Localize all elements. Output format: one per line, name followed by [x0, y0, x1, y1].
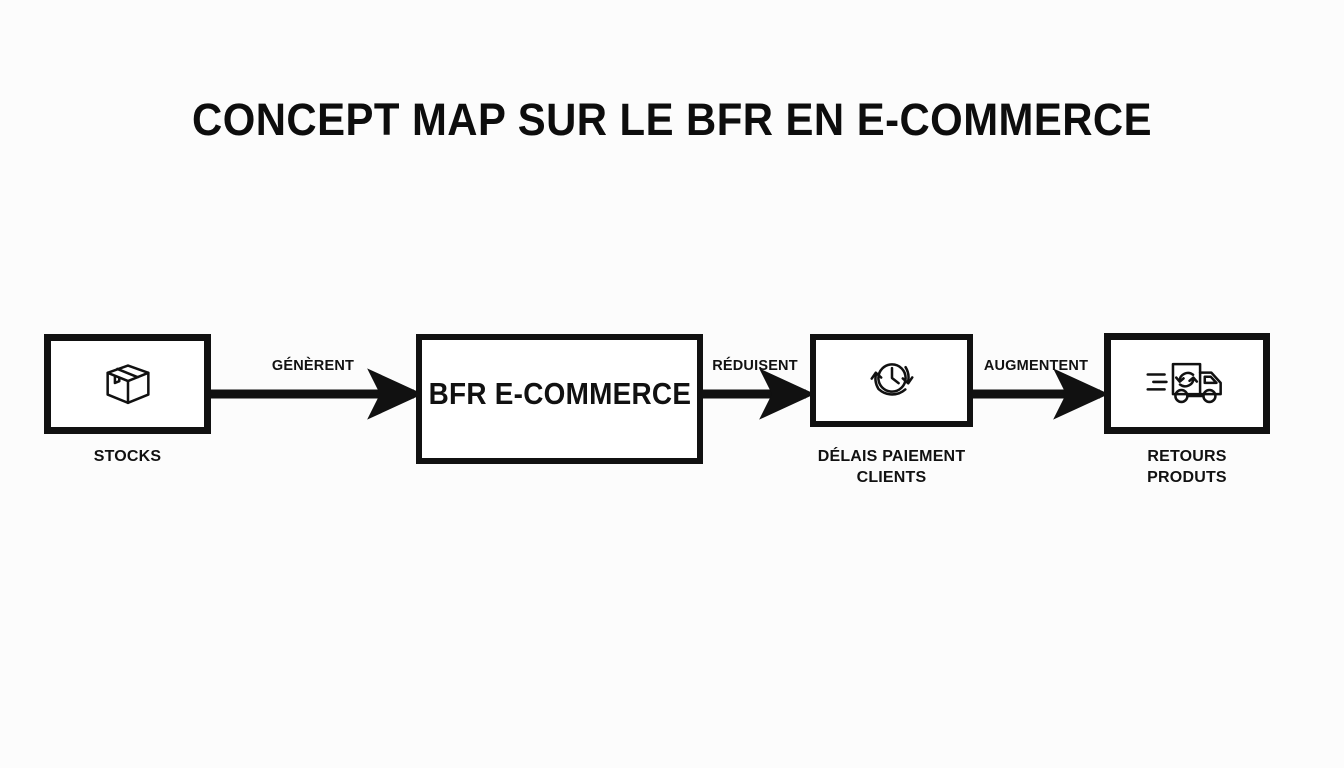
package-box-icon: [97, 351, 159, 418]
edge-label-augmentent: AUGMENTENT: [983, 358, 1089, 374]
edge-label-reduisent: RÉDUISENT: [712, 358, 798, 374]
caption-retours-line-2: PRODUTS: [1147, 469, 1227, 486]
caption-retours-line-1: RETOURS: [1147, 448, 1227, 465]
caption-stocks: STOCKS: [93, 448, 162, 465]
caption-delais-line-1: DÉLAIS PAIEMENT: [817, 448, 966, 465]
node-stocks[interactable]: [44, 334, 211, 434]
node-delais-paiement-clients[interactable]: [810, 334, 973, 427]
clock-refresh-icon: [862, 348, 922, 413]
edge-label-generent: GÉNÈRENT: [271, 358, 355, 374]
caption-retours-produits: RETOURS PRODUTS: [1104, 446, 1270, 488]
page-title: CONCEPT MAP SUR LE BFR EN E-COMMERCE: [192, 94, 1152, 145]
caption-delais-paiement-clients: DÉLAIS PAIEMENT CLIENTS: [780, 446, 1003, 488]
delivery-truck-return-icon: [1144, 351, 1230, 416]
node-retours-produits[interactable]: [1104, 333, 1270, 434]
caption-delais-line-2: CLIENTS: [856, 469, 927, 486]
node-bfr-label: BFR E-COMMERCE: [428, 376, 691, 411]
node-bfr-ecommerce[interactable]: BFR E-COMMERCE: [416, 334, 703, 464]
